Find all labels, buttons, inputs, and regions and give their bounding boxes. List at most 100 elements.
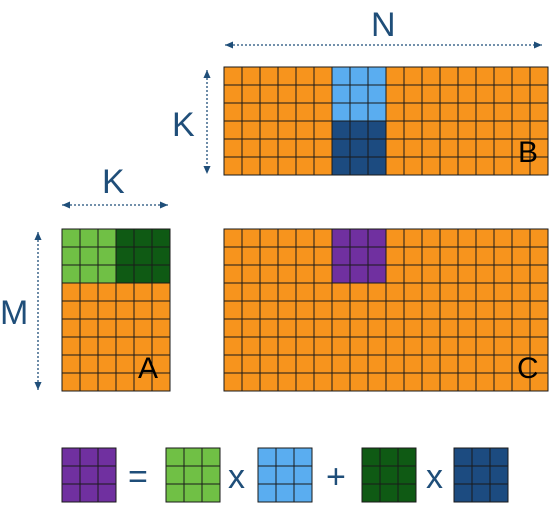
matrix-a-cell: [115, 354, 135, 374]
matrix-a-cell: [61, 300, 81, 320]
matrix-b-cell: [331, 102, 351, 122]
matrix-a-cell: [97, 228, 117, 248]
matrix-c-cell: [439, 372, 459, 392]
matrix-c-cell: [295, 300, 315, 320]
matrix-c-cell: [475, 354, 495, 374]
matrix-b-cell: [295, 138, 315, 158]
a-tile-second-cell: [379, 465, 399, 485]
matrix-c-cell: [277, 336, 297, 356]
matrix-a-cell: [97, 318, 117, 338]
matrix-c-cell: [385, 318, 405, 338]
matrix-c-cell: [277, 282, 297, 302]
matrix-b-cell: [259, 102, 279, 122]
matrix-a-cell: [79, 300, 99, 320]
matrix-c-cell: [223, 336, 243, 356]
matrix-b-cell: [241, 66, 261, 86]
matrix-c-cell: [277, 372, 297, 392]
matrix-c-cell: [511, 282, 531, 302]
a-tile-first-cell: [201, 483, 221, 503]
matrix-a-cell: [151, 318, 171, 338]
multiply-sign-second: x: [426, 458, 443, 496]
matrix-b-cell: [511, 102, 531, 122]
matrix-c-cell: [421, 318, 441, 338]
matrix-b-cell: [277, 156, 297, 176]
matrix-c-cell: [475, 300, 495, 320]
matrix-b-cell: [241, 120, 261, 140]
matrix-c-cell: [349, 318, 369, 338]
matrix-c-cell: [457, 282, 477, 302]
matrix-b-cell: [331, 66, 351, 86]
matrix-c-cell: [295, 318, 315, 338]
matrix-c-cell: [295, 264, 315, 284]
matrix-c-cell: [241, 228, 261, 248]
matrix-b-cell: [349, 84, 369, 104]
matrix-b-cell: [349, 102, 369, 122]
matrix-c-cell: [511, 246, 531, 266]
matrix-c-cell: [295, 246, 315, 266]
matrix-b-cell: [295, 120, 315, 140]
matrix-c-cell: [493, 300, 513, 320]
matrix-c-cell: [367, 300, 387, 320]
matrix-c-cell: [241, 246, 261, 266]
matrix-b-cell: [529, 66, 549, 86]
matrix-c-cell: [421, 336, 441, 356]
matrix-c-cell: [331, 354, 351, 374]
matrix-c-cell: [421, 228, 441, 248]
matrix-c-cell: [457, 372, 477, 392]
a-tile-second-cell: [361, 483, 381, 503]
matrix-c-cell: [529, 300, 549, 320]
matrix-a-cell: [133, 318, 153, 338]
matrix-c-cell: [295, 336, 315, 356]
matrix-c-cell: [439, 264, 459, 284]
matrix-b-cell: [385, 138, 405, 158]
a-tile-second-cell: [397, 447, 417, 467]
matrix-c-cell: [277, 318, 297, 338]
matrix-b-cell: [457, 156, 477, 176]
matrix-c-cell: [223, 246, 243, 266]
result-tile-cell: [79, 483, 99, 503]
b-tile-second-cell: [453, 483, 473, 503]
matrix-c-cell: [259, 336, 279, 356]
a-tile-second-cell: [397, 483, 417, 503]
matrix-c-cell: [313, 282, 333, 302]
matrix-c-cell: [367, 246, 387, 266]
matrix-b-cell: [313, 156, 333, 176]
matrix-b-cell: [295, 156, 315, 176]
matrix-b-cell: [349, 66, 369, 86]
matrix-c-cell: [313, 264, 333, 284]
matrix-c-cell: [385, 246, 405, 266]
a-tile-first-cell: [201, 447, 221, 467]
matrix-c-cell: [385, 372, 405, 392]
matrix-c-cell: [367, 318, 387, 338]
matrix-c-label: C: [517, 352, 539, 385]
matrix-a-cell: [151, 300, 171, 320]
matrix-c-cell: [313, 228, 333, 248]
matrix-b-cell: [241, 102, 261, 122]
b-tile-second-cell: [471, 447, 491, 467]
matrix-c-cell: [457, 336, 477, 356]
matrix-c-cell: [385, 282, 405, 302]
matrix-a-cell: [133, 300, 153, 320]
matrix-c-cell: [241, 264, 261, 284]
matrix-b-cell: [367, 156, 387, 176]
matrix-a-cell: [61, 246, 81, 266]
matrix-b-cell: [331, 138, 351, 158]
matrix-b-cell: [439, 102, 459, 122]
matrix-c-cell: [313, 354, 333, 374]
matrix-c-cell: [241, 318, 261, 338]
matrix-b-label: B: [518, 136, 538, 169]
a-tile-first-cell: [183, 447, 203, 467]
plus-sign: +: [326, 458, 346, 496]
a-tile-second-cell: [397, 465, 417, 485]
matrix-c-cell: [367, 336, 387, 356]
matrix-b-cell: [295, 66, 315, 86]
matrix-a-cell: [61, 228, 81, 248]
matrix-a-cell: [115, 318, 135, 338]
matrix-c-cell: [313, 246, 333, 266]
matrix-c-cell: [277, 228, 297, 248]
matrix-c-cell: [295, 228, 315, 248]
matrix-a-cell: [61, 318, 81, 338]
matrix-c-cell: [223, 372, 243, 392]
result-tile-cell: [97, 483, 117, 503]
